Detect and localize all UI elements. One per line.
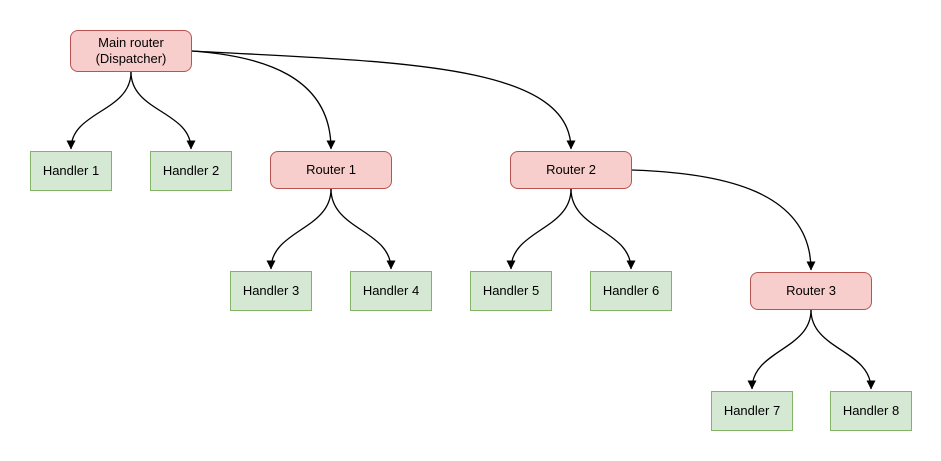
node-label: Handler 2 — [162, 162, 220, 178]
node-router-2: Router 2 — [510, 151, 632, 189]
node-label: Handler 1 — [42, 162, 100, 178]
node-handler-6: Handler 6 — [590, 271, 672, 311]
node-label: Handler 3 — [242, 282, 300, 298]
edge-main-router-to-router-2 — [191, 50, 576, 150]
edge-main-router-to-handler-2 — [130, 71, 196, 150]
node-handler-4: Handler 4 — [350, 271, 432, 311]
node-label: Handler 5 — [482, 282, 540, 298]
edge-router-2-to-handler-6 — [570, 188, 636, 270]
node-label: Router 2 — [546, 161, 596, 177]
node-router-1: Router 1 — [270, 151, 392, 189]
node-handler-7: Handler 7 — [711, 391, 793, 431]
node-handler-5: Handler 5 — [470, 271, 552, 311]
edge-router-1-to-handler-4 — [330, 188, 396, 270]
node-handler-3: Handler 3 — [230, 271, 312, 311]
node-router-3: Router 3 — [750, 272, 872, 310]
edge-main-router-to-handler-1 — [66, 71, 132, 150]
node-label: Main router (Dispatcher) — [95, 34, 167, 66]
node-label: Handler 8 — [842, 402, 900, 418]
node-label: Handler 4 — [362, 282, 420, 298]
edge-router-3-to-handler-7 — [747, 309, 812, 390]
node-handler-8: Handler 8 — [830, 391, 912, 431]
edge-router-2-to-router-3 — [631, 169, 816, 271]
edge-router-2-to-handler-5 — [506, 188, 572, 270]
edge-router-1-to-handler-3 — [266, 188, 332, 270]
node-label: Handler 7 — [723, 402, 781, 418]
node-label: Handler 6 — [602, 282, 660, 298]
node-label: Router 1 — [306, 161, 356, 177]
node-handler-2: Handler 2 — [150, 151, 232, 191]
node-handler-1: Handler 1 — [30, 151, 112, 191]
node-label: Router 3 — [786, 282, 836, 298]
edge-main-router-to-router-1 — [191, 50, 336, 150]
edge-router-3-to-handler-8 — [810, 309, 876, 390]
node-main-router: Main router (Dispatcher) — [70, 30, 192, 72]
